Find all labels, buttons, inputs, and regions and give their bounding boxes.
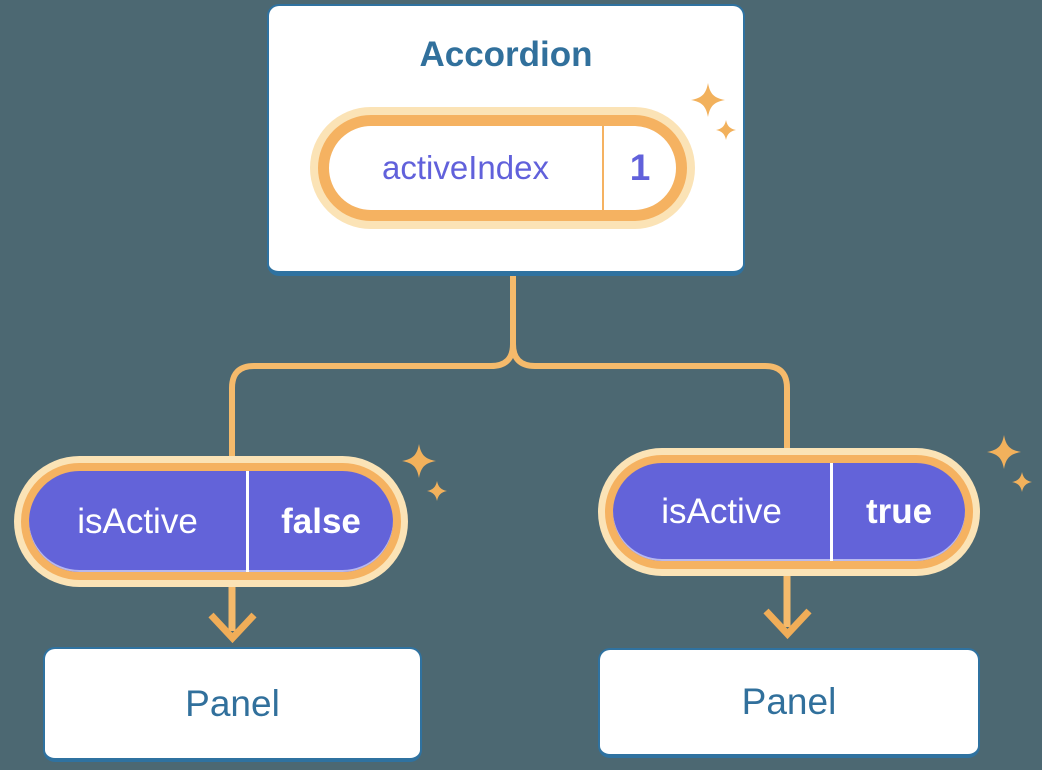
- prop-pill-value: false: [281, 501, 361, 541]
- panel-component-card-left: Panel: [43, 647, 422, 762]
- prop-pill-divider: [830, 463, 833, 561]
- prop-pill-label: isActive: [661, 492, 782, 531]
- state-pill-divider: [602, 126, 604, 210]
- state-pill-label: activeIndex: [382, 149, 549, 186]
- prop-pill-value: true: [865, 492, 933, 531]
- panel-title: Panel: [185, 682, 280, 724]
- state-pill-ring: activeIndex 1: [318, 115, 687, 221]
- arrow-head-left: [208, 612, 257, 644]
- panel-component-card-right: Panel: [598, 648, 980, 758]
- connector-right-branch: [510, 274, 790, 450]
- sparkle-icon: [987, 435, 1032, 492]
- state-pill-value: 1: [629, 147, 651, 188]
- accordion-title: Accordion: [419, 35, 593, 74]
- prop-pill-isactive-true: isActive true: [598, 448, 980, 576]
- accordion-component-card: Accordion activeIndex 1: [267, 4, 745, 276]
- prop-pill-isactive-false: isActive false: [14, 456, 408, 587]
- connector-left-branch: [229, 274, 516, 458]
- arrow-head-right: [763, 608, 812, 640]
- state-pill: activeIndex 1: [310, 107, 695, 229]
- prop-pill-ring: isActive true: [605, 455, 973, 569]
- prop-pill-divider: [246, 471, 249, 572]
- prop-pill-ring: isActive false: [21, 463, 401, 580]
- panel-title: Panel: [741, 681, 837, 722]
- prop-pill-label: isActive: [77, 501, 198, 541]
